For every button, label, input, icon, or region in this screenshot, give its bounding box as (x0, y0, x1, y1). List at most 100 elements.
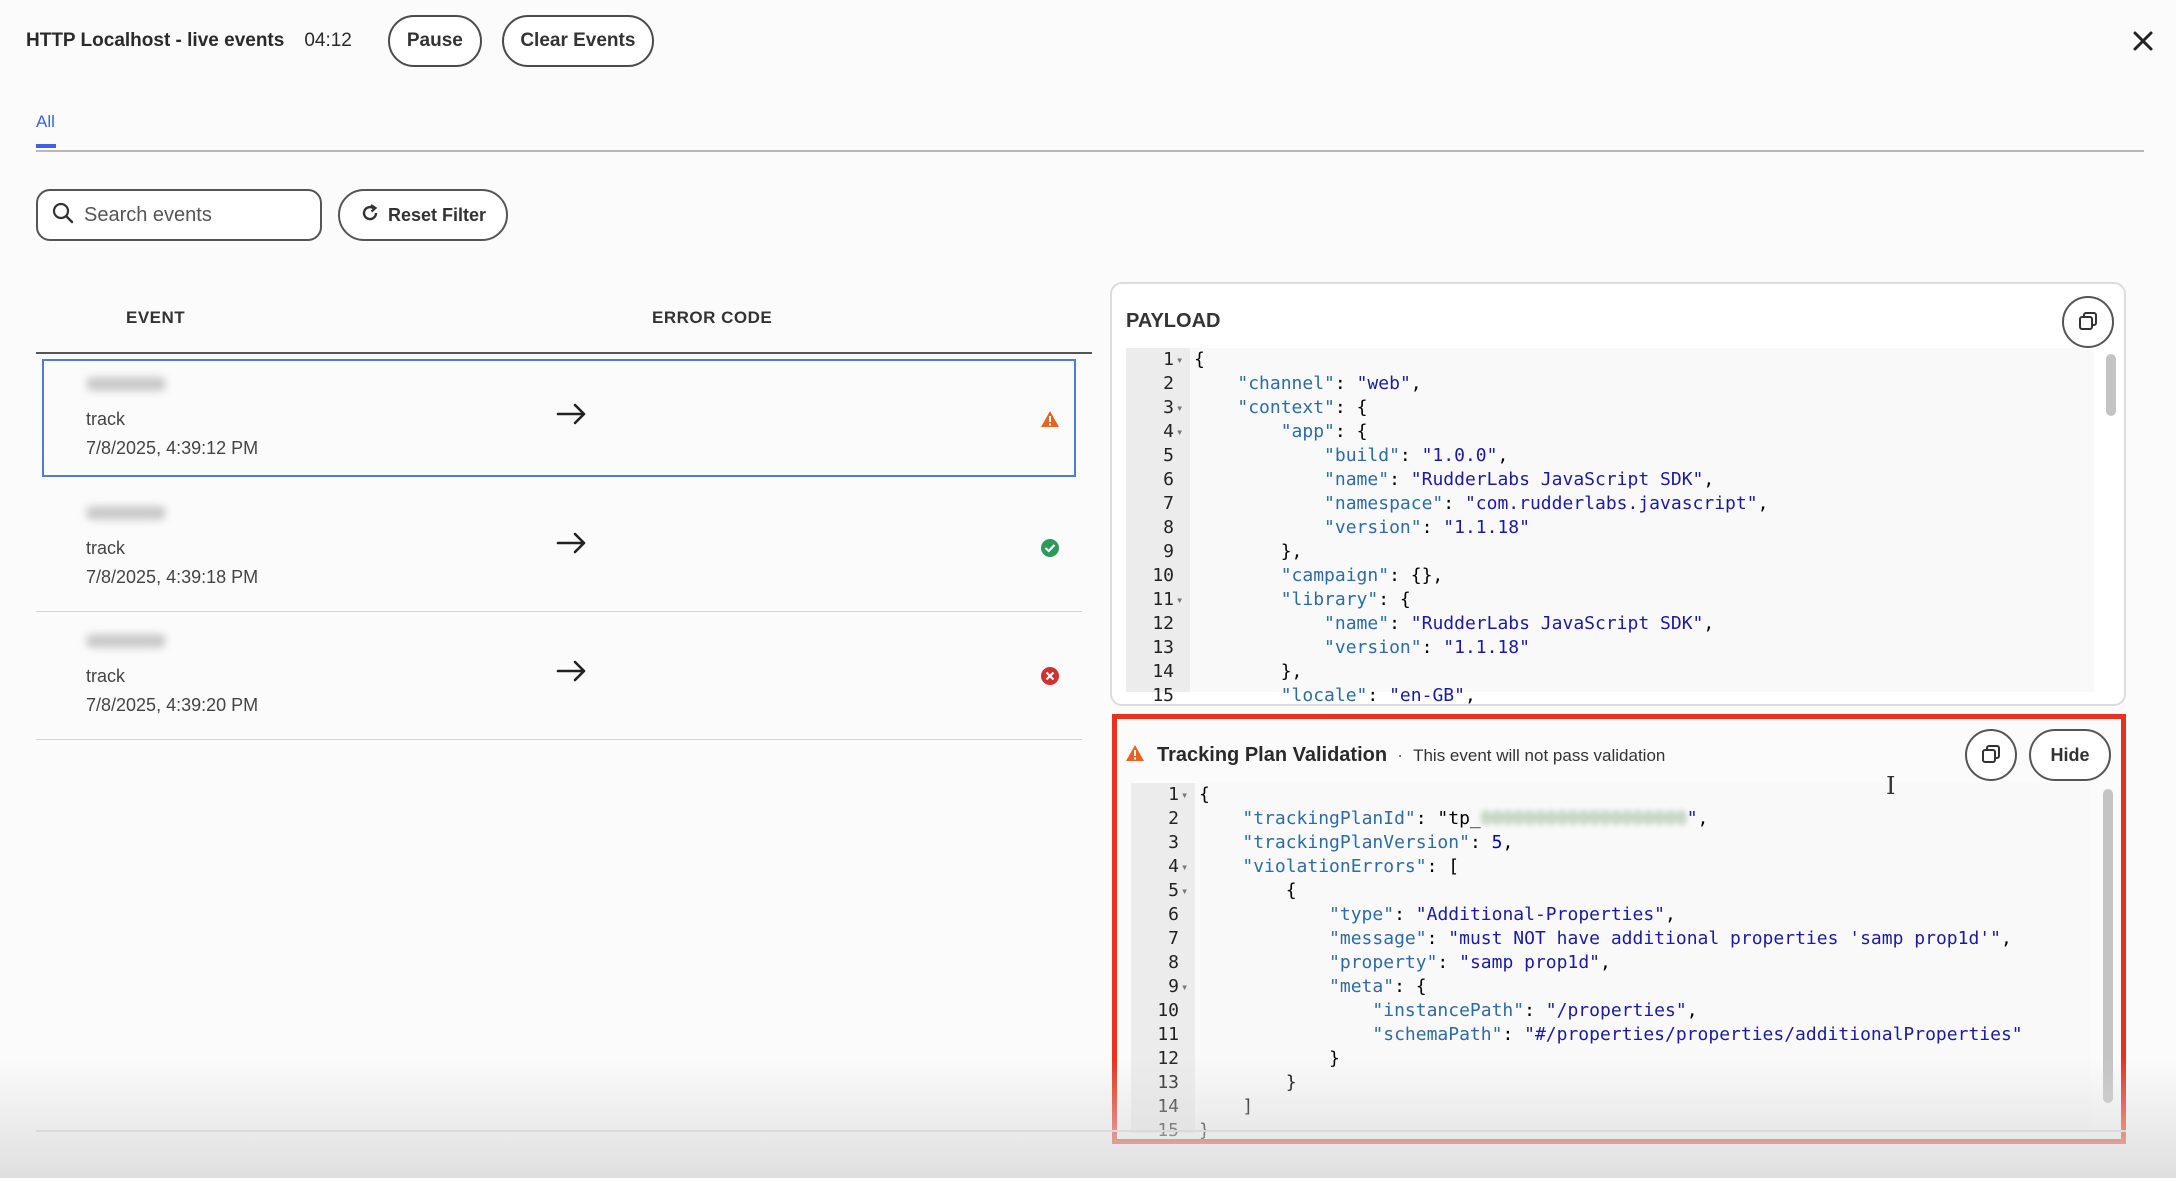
event-timestamp: 7/8/2025, 4:39:20 PM (86, 695, 259, 715)
code-line: 10 "campaign": {}, (1126, 564, 2094, 588)
line-number: 13 (1152, 637, 1174, 658)
line-number: 15 (1152, 685, 1174, 706)
fold-arrow-icon[interactable]: ▾ (1181, 884, 1189, 898)
event-name-blurred (86, 377, 166, 391)
code-text: "trackingPlanVersion": 5, (1242, 832, 1514, 853)
pause-button[interactable]: Pause (387, 15, 482, 67)
copy-validation-button[interactable] (1965, 729, 2017, 781)
line-number: 9 (1168, 976, 1179, 997)
code-line: 4▾ "violationErrors": [ (1131, 855, 2091, 879)
check-circle-icon (1040, 538, 1060, 558)
event-row[interactable]: track 7/8/2025, 4:39:20 PM (36, 612, 1082, 740)
code-text: "trackingPlanId": "tp_000000000000000000… (1242, 808, 1709, 829)
line-number: 10 (1152, 565, 1174, 586)
divider (36, 1130, 2126, 1132)
validation-scrollbar[interactable] (2103, 789, 2113, 1103)
reset-filter-button[interactable]: Reset Filter (338, 189, 508, 241)
reset-filter-label: Reset Filter (387, 204, 487, 225)
line-number: 14 (1152, 661, 1174, 682)
fold-arrow-icon[interactable]: ▾ (1176, 425, 1184, 439)
code-text: { (1194, 349, 1205, 370)
code-line: 3▾ "context": { (1126, 396, 2094, 420)
line-number: 10 (1157, 1000, 1179, 1021)
code-text: { (1199, 880, 1297, 901)
copy-icon (2077, 310, 2099, 335)
fold-arrow-icon[interactable]: ▾ (1181, 980, 1189, 994)
line-number: 7 (1168, 928, 1179, 949)
code-line: 6 "type": "Additional-Properties", (1131, 903, 2091, 927)
validation-title: Tracking Plan Validation (1157, 744, 1388, 766)
refresh-icon (360, 203, 380, 228)
code-text: "message": "must NOT have additional pro… (1329, 928, 2012, 949)
arrow-right-icon (556, 531, 588, 555)
event-name-blurred (86, 634, 166, 648)
close-icon[interactable] (2128, 26, 2158, 56)
validation-code-editor[interactable]: 1▾{2 "trackingPlanId": "tp_0000000000000… (1131, 783, 2091, 1141)
clear-events-button[interactable]: Clear Events (501, 15, 654, 67)
fold-arrow-icon[interactable]: ▾ (1181, 788, 1189, 802)
code-line: 2 "channel": "web", (1126, 372, 2094, 396)
line-number: 8 (1163, 517, 1174, 538)
line-gutter (1126, 348, 1190, 692)
event-row[interactable]: track 7/8/2025, 4:39:18 PM (36, 484, 1082, 612)
code-text: } (1199, 1048, 1340, 1069)
copy-icon (1980, 743, 2002, 768)
event-type: track (86, 538, 126, 558)
warning-icon (1125, 743, 1145, 768)
code-line: 14 ] (1131, 1095, 2091, 1119)
tab-bar: All (36, 108, 2144, 152)
code-text: "context": { (1237, 397, 1368, 418)
validation-message: This event will not pass validation (1413, 745, 1666, 765)
arrow-right-icon (556, 402, 588, 426)
code-text: "locale": "en-GB", (1280, 685, 1476, 706)
fold-arrow-icon[interactable]: ▾ (1181, 860, 1189, 874)
line-number: 11 (1152, 589, 1174, 610)
code-text: "type": "Additional-Properties", (1329, 904, 1676, 925)
payload-panel: PAYLOAD 1▾{2 "channel": "web",3▾ "contex… (1110, 282, 2126, 706)
event-name-blurred (86, 506, 166, 520)
line-number: 8 (1168, 952, 1179, 973)
code-line: 7 "message": "must NOT have additional p… (1131, 927, 2091, 951)
payload-title: PAYLOAD (1126, 310, 1221, 332)
event-row[interactable]: track 7/8/2025, 4:39:12 PM (42, 359, 1076, 477)
fold-arrow-icon[interactable]: ▾ (1176, 401, 1184, 415)
search-box[interactable] (36, 189, 322, 241)
line-number: 2 (1163, 373, 1174, 394)
code-line: 9 }, (1126, 540, 2094, 564)
code-line: 15 "locale": "en-GB", (1126, 684, 2094, 708)
warning-icon (1040, 409, 1060, 429)
fold-arrow-icon[interactable]: ▾ (1176, 353, 1184, 367)
copy-payload-button[interactable] (2062, 296, 2114, 348)
text-cursor-icon: I (1886, 772, 1896, 800)
search-icon (52, 202, 74, 229)
code-text: "channel": "web", (1237, 373, 1422, 394)
code-line: 12 } (1131, 1047, 2091, 1071)
payload-scrollbar[interactable] (2106, 354, 2116, 416)
line-number: 12 (1152, 613, 1174, 634)
line-number: 9 (1163, 541, 1174, 562)
line-number: 6 (1168, 904, 1179, 925)
code-line: 11▾ "library": { (1126, 588, 2094, 612)
code-text: "build": "1.0.0", (1324, 445, 1509, 466)
event-timestamp: 7/8/2025, 4:39:12 PM (86, 438, 259, 458)
payload-code-editor[interactable]: 1▾{2 "channel": "web",3▾ "context": {4▾ … (1126, 348, 2094, 706)
validation-header: Tracking Plan Validation · This event wi… (1125, 743, 1665, 768)
code-line: 6 "name": "RudderLabs JavaScript SDK", (1126, 468, 2094, 492)
tab-all[interactable]: All (36, 112, 56, 148)
code-text: "property": "samp prop1d", (1329, 952, 1611, 973)
code-line: 2 "trackingPlanId": "tp_0000000000000000… (1131, 807, 2091, 831)
code-line: 3 "trackingPlanVersion": 5, (1131, 831, 2091, 855)
event-timestamp: 7/8/2025, 4:39:18 PM (86, 567, 259, 587)
separator-dot: · (1397, 745, 1404, 765)
code-text: "campaign": {}, (1280, 565, 1444, 586)
hide-button[interactable]: Hide (2029, 729, 2111, 781)
line-number: 1 (1168, 784, 1179, 805)
code-line: 10 "instancePath": "/properties", (1131, 999, 2091, 1023)
code-text: "namespace": "com.rudderlabs.javascript"… (1324, 493, 1769, 514)
event-type: track (86, 666, 126, 686)
fold-arrow-icon[interactable]: ▾ (1176, 593, 1184, 607)
code-line: 1▾{ (1131, 783, 2091, 807)
code-text: }, (1194, 541, 1303, 562)
search-input[interactable] (84, 203, 304, 227)
code-line: 13 } (1131, 1071, 2091, 1095)
